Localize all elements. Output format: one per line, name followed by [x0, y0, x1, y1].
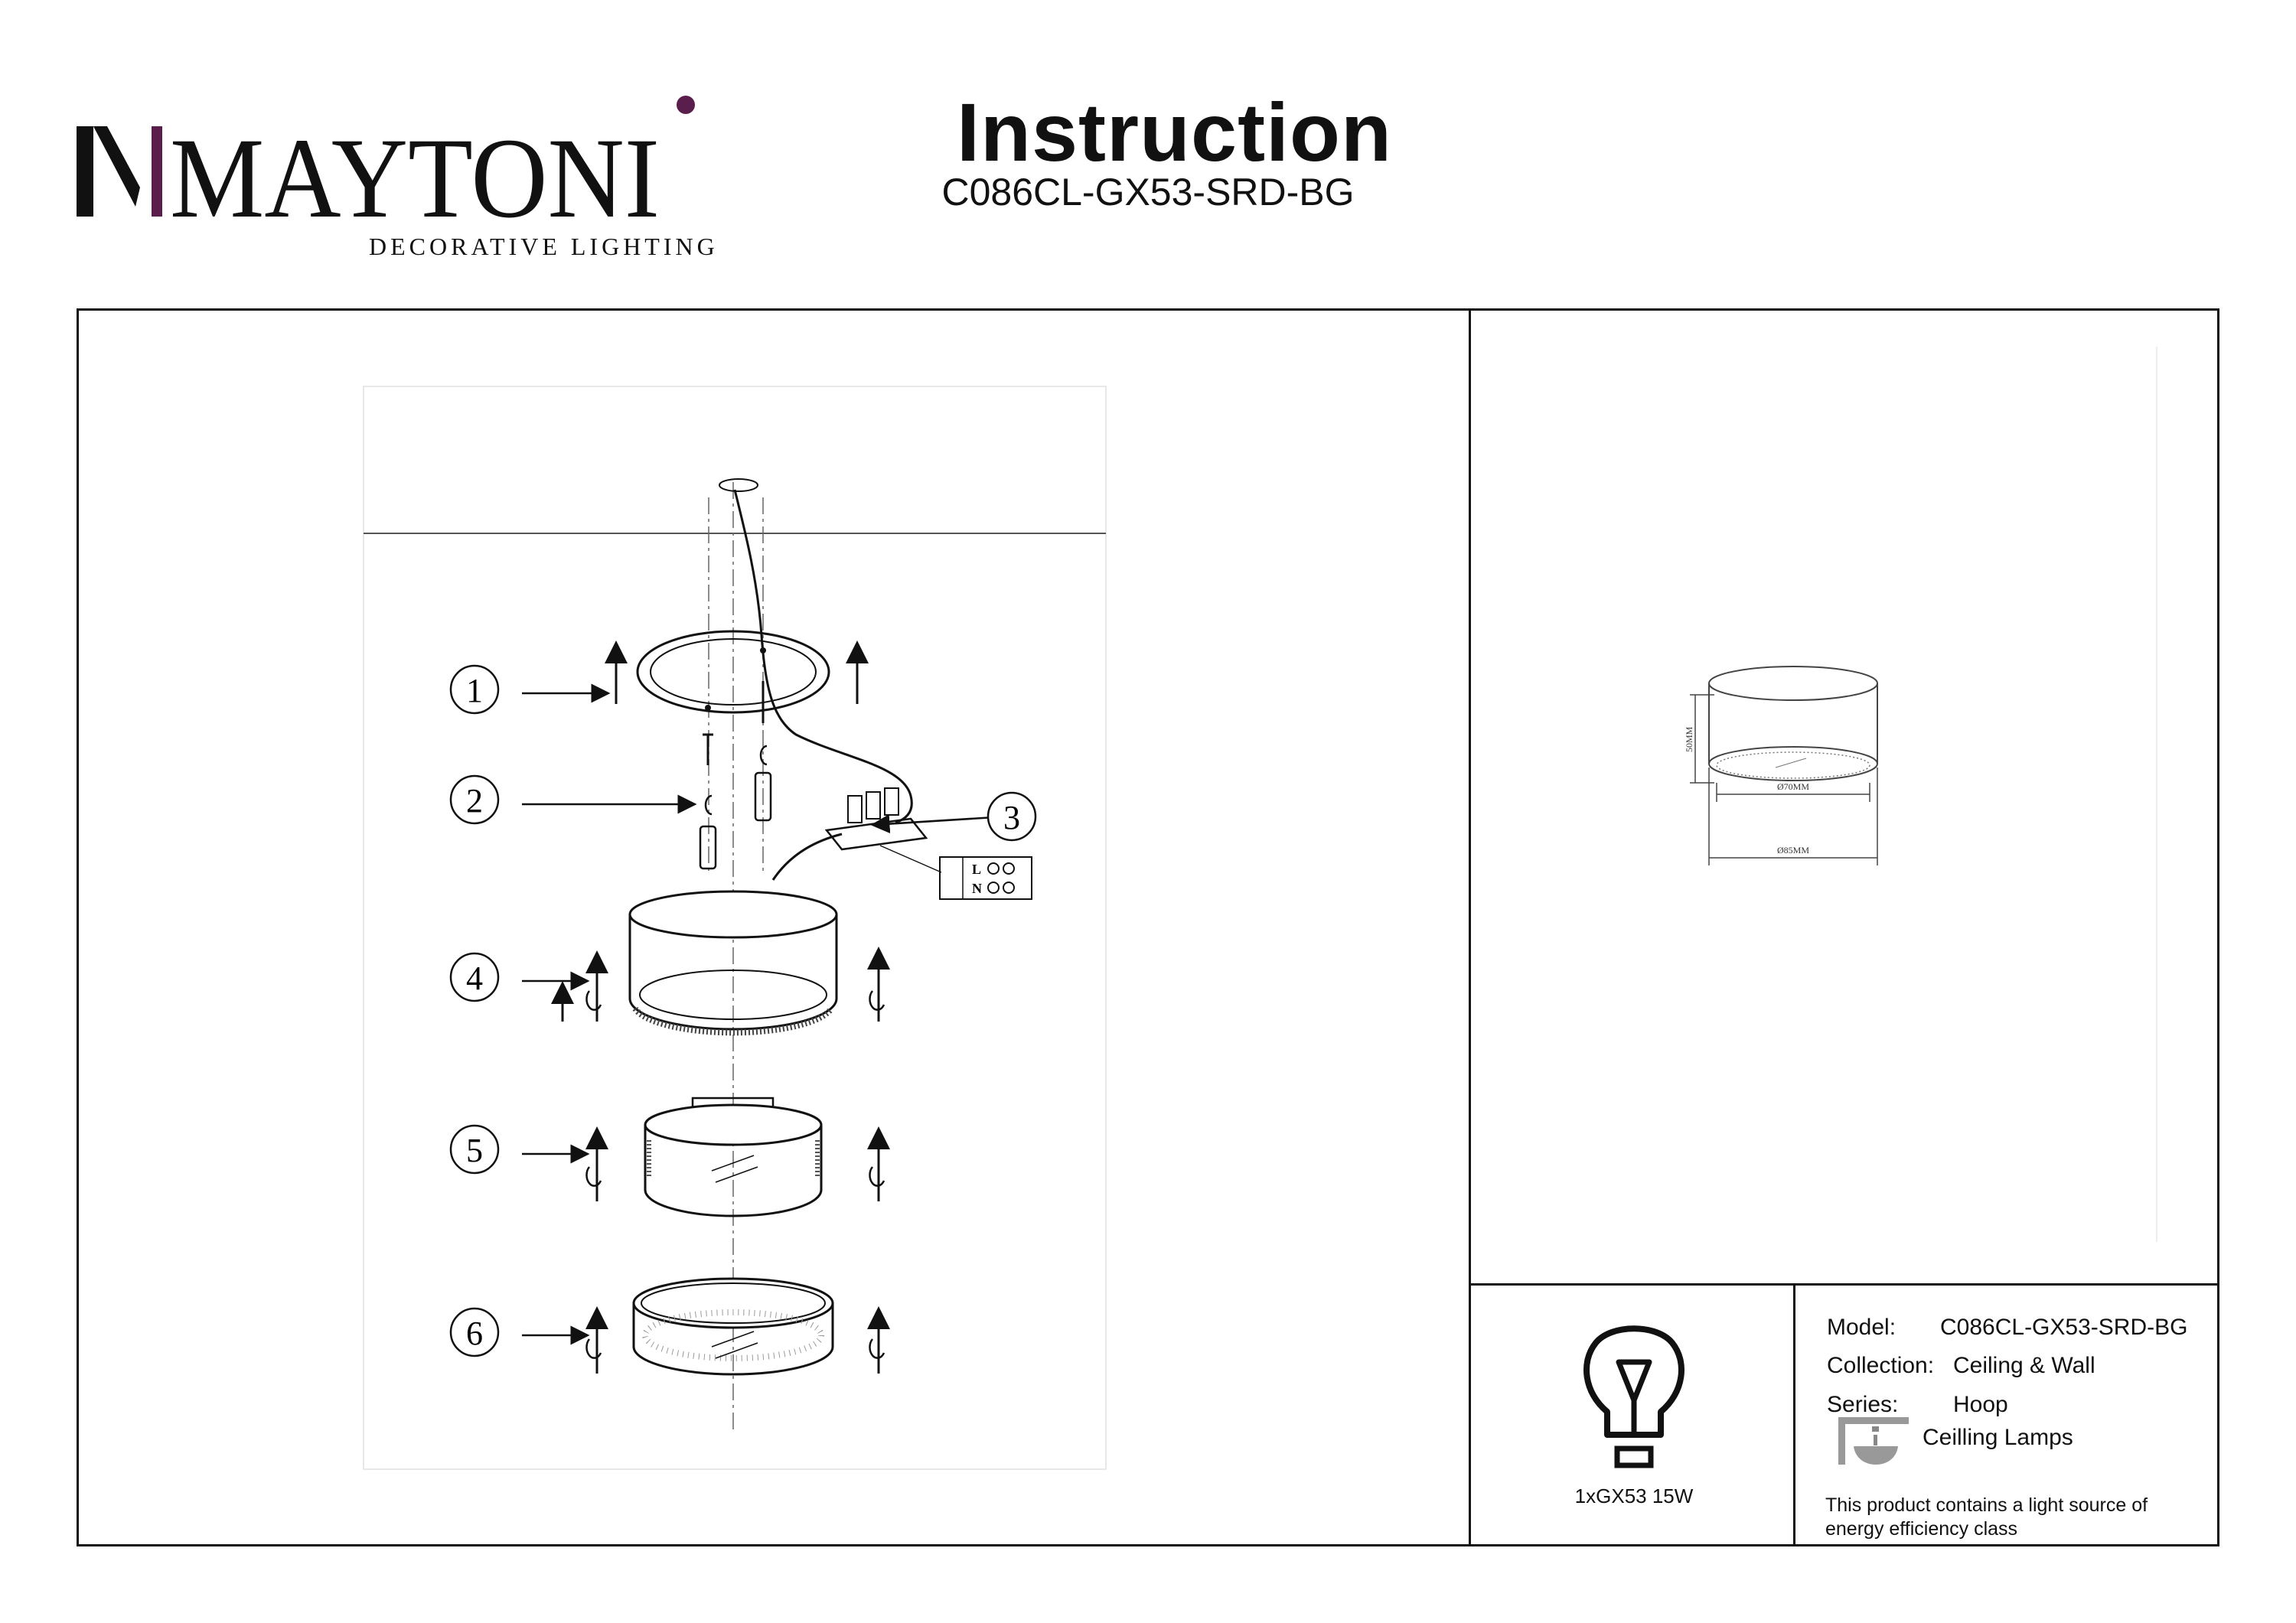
rotate-arrow-left-4	[585, 990, 602, 1011]
step-callout-5: 5	[449, 1124, 500, 1175]
logo-accent-dot	[677, 96, 695, 114]
svg-text:4: 4	[466, 960, 483, 997]
model-label: Model:	[1827, 1315, 1896, 1340]
svg-text:2: 2	[466, 782, 483, 820]
svg-text:6: 6	[466, 1315, 483, 1352]
series-value: Hoop	[1953, 1392, 2008, 1417]
svg-text:3: 3	[1003, 799, 1020, 836]
divider-horizontal	[1469, 1283, 2219, 1286]
instruction-frame	[77, 308, 2219, 1546]
lamp-outline	[1708, 666, 1878, 781]
logo-tagline: DECORATIVE LIGHTING	[369, 233, 719, 260]
fixture-cable	[771, 833, 843, 881]
collection-value: Ceiling & Wall	[1953, 1353, 2095, 1378]
supply-cable	[733, 489, 913, 824]
diffuser	[632, 1277, 834, 1376]
terminal-detail: L N	[939, 856, 1032, 900]
series-label: Series:	[1827, 1392, 1899, 1417]
step-callout-1: 1	[449, 664, 500, 715]
divider-spec	[1793, 1283, 1795, 1546]
step-callout-3: 3	[987, 791, 1037, 842]
pointer-3	[870, 814, 996, 834]
step-callout-2: 2	[449, 774, 500, 825]
energy-notice: This product contains a light source of …	[1825, 1494, 2148, 1540]
rotate-arrow-left-6	[585, 1338, 602, 1359]
rotate-arrow-right-6	[869, 1338, 885, 1359]
collection-label: Collection:	[1827, 1353, 1935, 1378]
divider-vertical	[1469, 308, 1471, 1546]
rotate-arrow-right-5	[869, 1166, 885, 1187]
assembly-diagram: L N	[363, 386, 1107, 1470]
terminal-label-l: L	[972, 862, 981, 877]
page-title: Instruction	[957, 86, 1392, 178]
rotate-arrow-left-5	[585, 1166, 602, 1187]
screws-and-dowels	[699, 681, 772, 870]
svg-text:5: 5	[466, 1132, 483, 1169]
ceiling-outlet	[719, 478, 758, 492]
gx53-lamp	[644, 1097, 823, 1217]
drawing-bounds	[363, 386, 1107, 1470]
lamp-housing	[628, 890, 838, 1036]
height-dimension: 50MM	[1684, 726, 1694, 752]
logo-wordmark: MAYTONI	[170, 115, 660, 242]
logo-m-mark	[77, 126, 162, 217]
model-code: C086CL-GX53-SRD-BG	[941, 171, 1355, 213]
outer-diameter: Ø85MM	[1777, 845, 1809, 855]
brand-logo: MAYTONI DECORATIVE LIGHTING	[77, 96, 719, 260]
category-label: Ceilling Lamps	[1923, 1425, 2073, 1450]
terminal-label-n: N	[972, 881, 982, 896]
mounting-ring	[636, 630, 830, 714]
model-value: C086CL-GX53-SRD-BG	[1940, 1315, 2188, 1340]
step-callout-4: 4	[449, 952, 500, 1002]
svg-text:1: 1	[466, 672, 483, 709]
step-callout-6: 6	[449, 1307, 500, 1357]
terminal-leader	[879, 845, 942, 873]
logo-accent-stroke	[152, 126, 162, 217]
bulb-spec: 1xGX53 15W	[1574, 1484, 1694, 1507]
inner-diameter: Ø70MM	[1777, 781, 1809, 792]
light-bulb-icon	[1583, 1325, 1684, 1468]
rotate-arrow-right-4	[869, 990, 885, 1011]
dimension-drawing: 50MM Ø70MM Ø85MM	[1684, 347, 2157, 1242]
ceiling-lamp-icon	[1838, 1417, 1909, 1465]
